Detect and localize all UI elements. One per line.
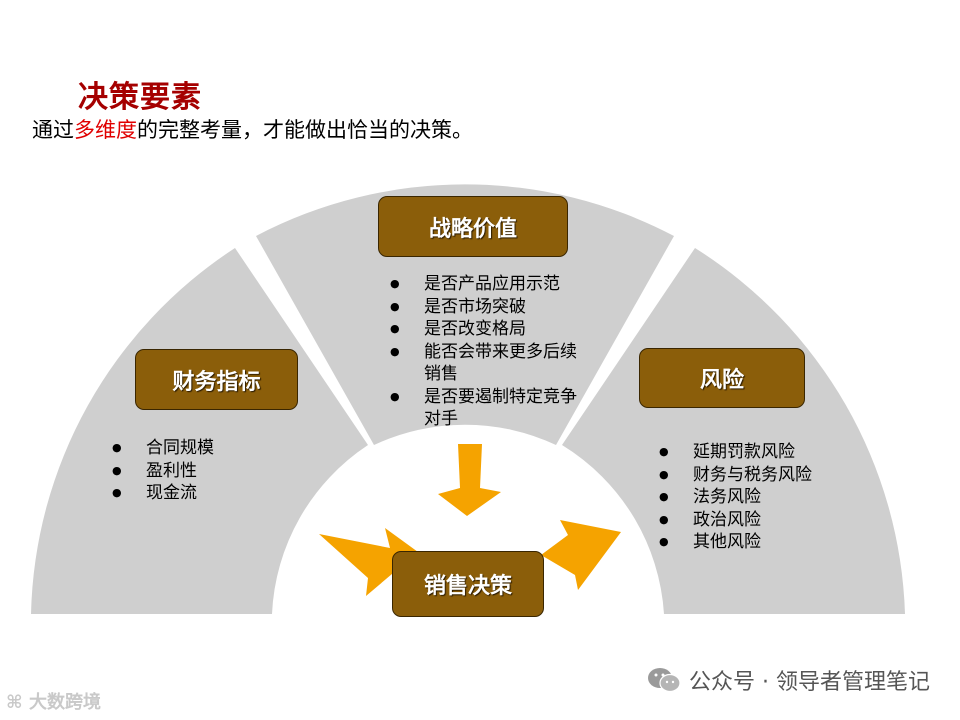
watermark-text: 大数跨境 — [28, 692, 101, 713]
list-item: 现金流 — [112, 482, 214, 505]
subtitle-highlight: 多维度 — [74, 118, 137, 142]
arrow-left — [319, 528, 418, 596]
strategy-list: 是否产品应用示范 是否市场突破 是否改变格局 能否会带来更多后续销售 是否要遏制… — [390, 273, 590, 431]
list-item: 政治风险 — [659, 509, 812, 532]
label-strategy: 战略价值 — [378, 196, 568, 257]
segment-right — [562, 248, 905, 614]
list-item: 是否要遏制特定竞争对手 — [390, 386, 579, 431]
finance-list: 合同规模 盈利性 现金流 — [112, 437, 214, 505]
label-risk: 风险 — [639, 348, 805, 408]
list-item: 合同规模 — [112, 437, 214, 460]
subtitle-suffix: 的完整考量，才能做出恰当的决策。 — [137, 118, 473, 142]
footer-source-text: 公众号 · 领导者管理笔记 — [689, 670, 930, 695]
label-finance: 财务指标 — [135, 349, 298, 410]
list-item: 能否会带来更多后续销售 — [390, 341, 579, 386]
watermark: ⌘ 大数跨境 — [6, 688, 101, 714]
arrow-top — [438, 444, 501, 516]
list-item: 财务与税务风险 — [659, 464, 812, 487]
page-title: 决策要素 — [78, 80, 202, 115]
label-sales-decision: 销售决策 — [392, 551, 544, 617]
segment-left — [31, 248, 368, 614]
list-item: 其他风险 — [659, 531, 812, 554]
list-item: 盈利性 — [112, 460, 214, 483]
subtitle-prefix: 通过 — [32, 118, 74, 142]
list-item: 延期罚款风险 — [659, 441, 812, 464]
list-item: 法务风险 — [659, 486, 812, 509]
wechat-icon — [648, 668, 681, 693]
footer-source: 公众号 · 领导者管理笔记 — [647, 664, 930, 696]
list-item: 是否改变格局 — [390, 318, 590, 341]
page-subtitle: 通过多维度的完整考量，才能做出恰当的决策。 — [32, 114, 473, 144]
risk-list: 延期罚款风险 财务与税务风险 法务风险 政治风险 其他风险 — [659, 441, 812, 554]
watermark-logo-icon: ⌘ — [6, 692, 29, 713]
arrow-right — [541, 520, 621, 590]
list-item: 是否产品应用示范 — [390, 273, 590, 296]
list-item: 是否市场突破 — [390, 296, 590, 319]
